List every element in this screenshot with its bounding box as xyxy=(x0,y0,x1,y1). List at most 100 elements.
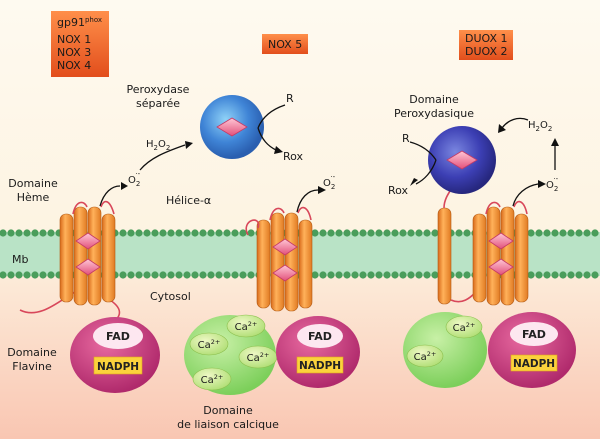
lipid-head xyxy=(39,229,47,237)
domaine-flavine-label-1: Domaine xyxy=(7,346,57,359)
lipid-head xyxy=(311,229,319,237)
heme-1 xyxy=(75,232,101,250)
duox-heme-2 xyxy=(488,258,514,276)
nox4-label: NOX 4 xyxy=(57,59,91,72)
lipid-head xyxy=(207,271,215,279)
lipid-head xyxy=(239,271,247,279)
lipid-head xyxy=(583,271,591,279)
ca-label-4: Ca2+ xyxy=(201,373,224,386)
lipid-head xyxy=(415,229,423,237)
duox-helices xyxy=(472,200,529,306)
lipid-head xyxy=(311,271,319,279)
lipid-head xyxy=(343,229,351,237)
h2o2-to-perox-arrow xyxy=(501,117,529,129)
duox1-label: DUOX 1 xyxy=(465,32,508,45)
lipid-head xyxy=(247,229,255,237)
lipid-head xyxy=(367,271,375,279)
o2-arrow-right xyxy=(512,183,539,207)
lipid-head xyxy=(359,271,367,279)
lipid-head xyxy=(415,271,423,279)
duox-box: DUOX 1 DUOX 2 xyxy=(459,30,513,60)
lipid-head xyxy=(375,229,383,237)
calcium-binding-domain: Ca2+ Ca2+ Ca2+ Ca2+ xyxy=(184,314,278,395)
nadph-box xyxy=(93,356,143,375)
lipid-head xyxy=(143,229,151,237)
separee-label: séparée xyxy=(136,97,180,110)
lipid-head xyxy=(127,271,135,279)
lipid-head xyxy=(191,271,199,279)
nadph-label: NADPH xyxy=(97,361,139,373)
lipid-head xyxy=(7,229,15,237)
lipid-head xyxy=(327,271,335,279)
lipid-head xyxy=(167,271,175,279)
lipid-head xyxy=(159,229,167,237)
nox5-extra-loop xyxy=(245,219,260,236)
peroxydase-label: Peroxydase xyxy=(127,83,190,96)
duox-heme-1 xyxy=(488,232,514,250)
lipid-head xyxy=(47,271,55,279)
lipid-head xyxy=(215,229,223,237)
lipid-head xyxy=(15,229,23,237)
lipid-head xyxy=(119,229,127,237)
lipid-head xyxy=(0,271,7,279)
lipid-head xyxy=(423,271,431,279)
o2-label-left: O2·- xyxy=(128,170,141,188)
domaine-calcique-label-1: Domaine xyxy=(203,404,253,417)
lipid-head xyxy=(135,229,143,237)
cytosol-label: Cytosol xyxy=(150,290,191,303)
lipid-head xyxy=(23,271,31,279)
r-arrow-left xyxy=(257,104,286,129)
lipid-head xyxy=(551,229,559,237)
lipid-head xyxy=(399,271,407,279)
nox5-heme-1 xyxy=(272,238,298,256)
lipid-head xyxy=(567,229,575,237)
lipid-head xyxy=(119,271,127,279)
lipid-head xyxy=(159,271,167,279)
r-label-left: R xyxy=(286,92,294,105)
duox-ca-label-1: Ca2+ xyxy=(453,321,476,334)
lipid-head xyxy=(231,229,239,237)
lipid-head xyxy=(351,229,359,237)
rox-label-right: Rox xyxy=(388,184,409,197)
lipid-head xyxy=(167,229,175,237)
gp91-helices xyxy=(59,200,116,306)
lipid-head xyxy=(535,229,543,237)
rox-label-left: Rox xyxy=(283,150,304,163)
nox5-helices xyxy=(245,206,313,312)
o2-arrow-left xyxy=(99,185,121,207)
lipid-head xyxy=(199,271,207,279)
lipid-head xyxy=(319,229,327,237)
lipid-head xyxy=(375,271,383,279)
nox5-complex: Ca2+ Ca2+ Ca2+ Ca2+ FAD NADPH O2·- xyxy=(184,173,360,395)
lipid-head xyxy=(383,229,391,237)
lipid-head xyxy=(559,271,567,279)
lipid-head xyxy=(567,271,575,279)
lipid-head xyxy=(335,229,343,237)
lipid-head xyxy=(15,271,23,279)
lipid-head xyxy=(183,229,191,237)
gp91-phox-sup: phox xyxy=(85,16,102,24)
h2o2-label-right: H2O2 xyxy=(528,120,552,133)
nox1-label: NOX 1 xyxy=(57,33,91,46)
lipid-head xyxy=(407,229,415,237)
lipid-head xyxy=(367,229,375,237)
duox-ca-label-2: Ca2+ xyxy=(414,350,437,363)
nox5-box: NOX 5 xyxy=(262,34,308,54)
lipid-head xyxy=(391,229,399,237)
lipid-head xyxy=(215,271,223,279)
lipid-head xyxy=(175,229,183,237)
lipid-head xyxy=(527,271,535,279)
nox5-heme-2 xyxy=(272,264,298,282)
ca-label-1: Ca2+ xyxy=(235,320,258,333)
lipid-head xyxy=(543,229,551,237)
lipid-head xyxy=(455,271,463,279)
lipid-head xyxy=(7,271,15,279)
lipid-head xyxy=(39,271,47,279)
lipid-head xyxy=(223,271,231,279)
lipid-head xyxy=(183,271,191,279)
lipid-head xyxy=(327,229,335,237)
gp91-label: gp91 xyxy=(57,16,85,29)
separate-peroxidase: R Rox xyxy=(200,92,304,163)
